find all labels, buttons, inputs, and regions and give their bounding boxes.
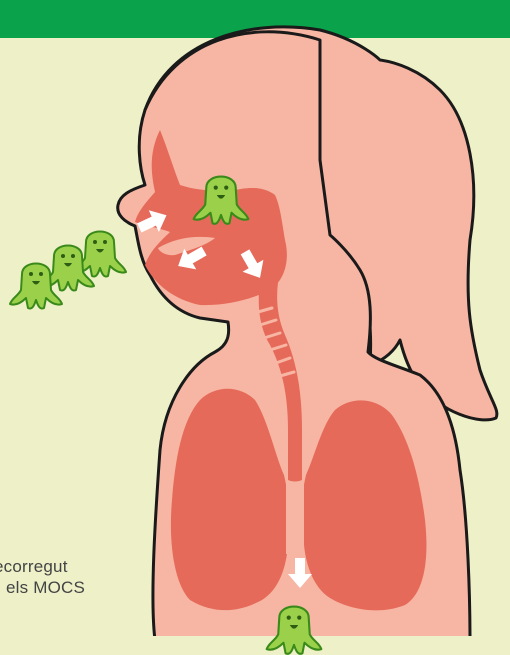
- caption-line-2: els MOCS: [6, 577, 130, 598]
- caption: ecorregut els MOCS: [0, 556, 130, 598]
- caption-line-1: ecorregut: [0, 556, 130, 577]
- bronchi-gap: [286, 484, 304, 554]
